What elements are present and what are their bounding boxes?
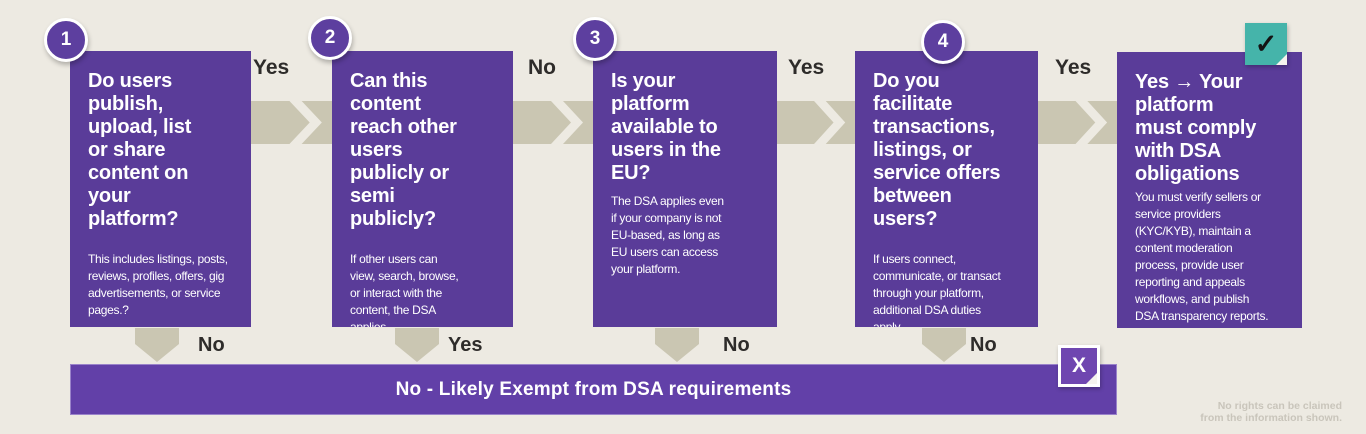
arrow-down-icon	[922, 328, 966, 362]
step-2-detail: If other users can view, search, browse,…	[350, 252, 459, 327]
step-1-detail: This includes listings, posts, reviews, …	[88, 252, 228, 317]
down-arrow-3	[655, 328, 699, 362]
connector-arrow-4-result	[1038, 101, 1117, 144]
step-2-question: Can this content reach other users publi…	[350, 70, 457, 230]
step-1-number: 1	[60, 29, 72, 50]
flow-label-yes-3: Yes	[788, 56, 825, 79]
down-arrow-2	[395, 328, 439, 362]
down-arrow-1	[135, 328, 179, 362]
step-3-question: Is your platform available to users in t…	[611, 70, 721, 184]
rights-disclaimer: No rights can be claimed from the inform…	[1200, 400, 1342, 424]
step-3-number: 3	[589, 28, 601, 49]
step-4-detail: If users connect, communicate, or transa…	[873, 252, 1001, 327]
step-2-number: 2	[324, 27, 336, 48]
step-3-box: Is your platform available to users in t…	[593, 51, 777, 327]
folded-corner	[1276, 54, 1287, 65]
arrow-down-icon	[655, 328, 699, 362]
step-2-number-circle: 2	[308, 16, 352, 60]
exempt-x-badge: X	[1058, 345, 1100, 387]
flow-label-down-no-1: No	[198, 334, 225, 356]
chevron-right-icon	[513, 101, 593, 144]
step-1-number-circle: 1	[44, 18, 88, 62]
step-3-number-circle: 3	[573, 17, 617, 61]
connector-arrow-2-3	[513, 101, 593, 144]
result-detail: You must verify sellers or service provi…	[1135, 190, 1269, 323]
x-icon: X	[1071, 354, 1086, 377]
step-3-detail: The DSA applies even if your company is …	[611, 194, 724, 276]
flow-label-down-yes-2: Yes	[448, 334, 483, 356]
flow-label-down-no-4: No	[970, 334, 997, 356]
exempt-result-label: No - Likely Exempt from DSA requirements	[395, 378, 792, 400]
result-box: Yes → Your platform must comply with DSA…	[1117, 52, 1302, 328]
connector-arrow-1-2	[251, 101, 332, 144]
result-title: Yes → Your platform must comply with DSA…	[1135, 71, 1257, 185]
flow-label-no-2: No	[528, 56, 556, 79]
chevron-right-icon	[1038, 101, 1117, 144]
step-4-question: Do you facilitate transactions, listings…	[873, 70, 1001, 230]
comply-check-badge: ✓	[1245, 23, 1287, 65]
step-2-box: Can this content reach other users publi…	[332, 51, 513, 327]
flow-label-yes-1: Yes	[253, 56, 290, 79]
chevron-right-icon	[777, 101, 855, 144]
step-4-box: Do you facilitate transactions, listings…	[855, 51, 1038, 327]
flow-label-down-no-3: No	[723, 334, 750, 356]
arrow-down-icon	[395, 328, 439, 362]
chevron-right-icon	[251, 101, 332, 144]
connector-arrow-3-4	[777, 101, 855, 144]
check-icon: ✓	[1254, 28, 1278, 59]
flow-label-yes-4: Yes	[1055, 56, 1092, 79]
folded-corner	[1086, 373, 1097, 384]
step-1-question: Do users publish, upload, list or share …	[88, 70, 192, 230]
step-4-number-circle: 4	[921, 20, 965, 64]
step-1-box: Do users publish, upload, list or share …	[70, 51, 251, 327]
exempt-result-bar: No - Likely Exempt from DSA requirements	[70, 364, 1117, 415]
down-arrow-4	[922, 328, 966, 362]
arrow-down-icon	[135, 328, 179, 362]
step-4-number: 4	[937, 31, 949, 52]
